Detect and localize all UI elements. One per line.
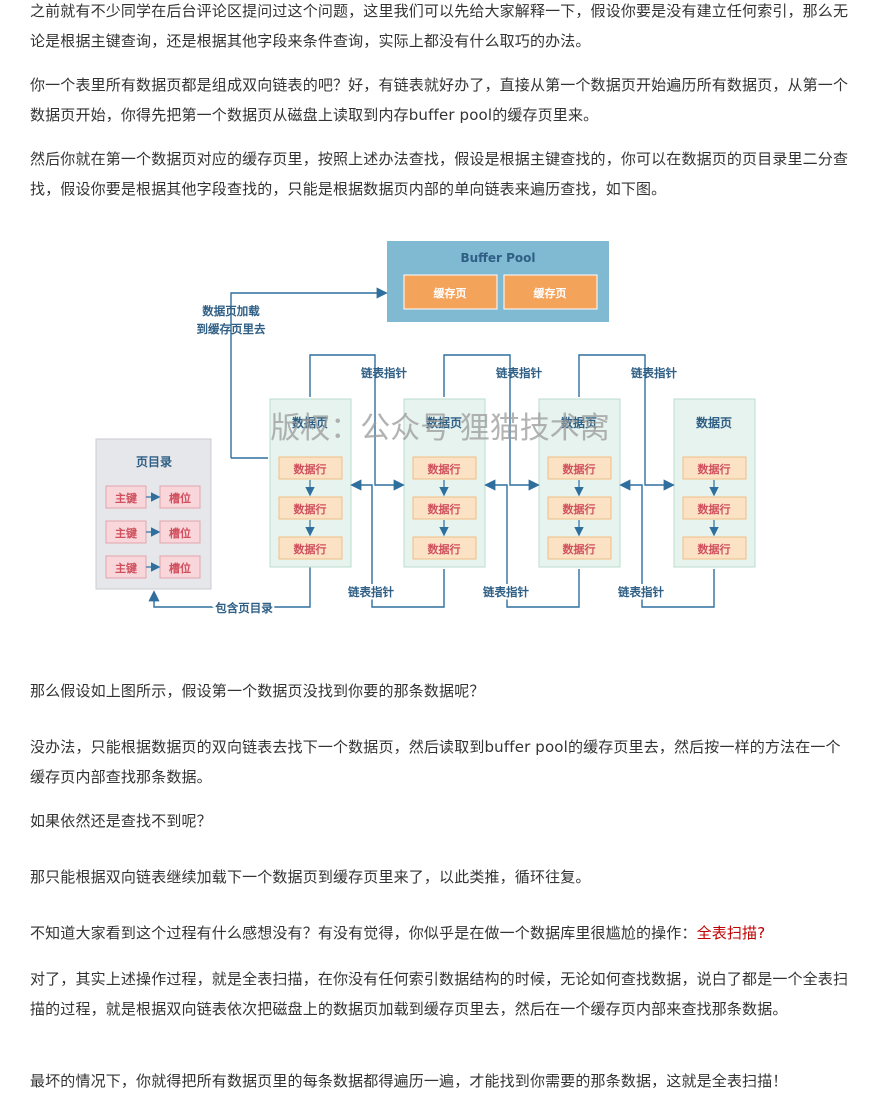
- page-directory-title: 页目录: [136, 455, 172, 469]
- paragraph-worst-case: 最坏的情况下，你就得把所有数据页里的每条数据都得遍历一遍，才能找到你需要的那条数…: [30, 1072, 788, 1090]
- load-arrow: [230, 287, 388, 458]
- svg-text:数据行: 数据行: [563, 462, 596, 476]
- cache-page-2-label: 缓存页: [534, 286, 567, 300]
- svg-text:数据页: 数据页: [426, 415, 462, 430]
- data-page-3: 数据页 数据行 数据行 数据行: [538, 398, 621, 568]
- svg-text:数据行: 数据行: [428, 542, 461, 556]
- data-page-4: 数据页 数据行 数据行 数据行: [673, 398, 756, 568]
- paragraph-linked-list: 你一个表里所有数据页都是组成双向链表的吧？好，有链表就好办了，直接从第一个数据页…: [30, 76, 849, 124]
- data-page-1: 数据页 数据行 数据行 数据行: [269, 398, 352, 568]
- svg-text:数据行: 数据行: [563, 542, 596, 556]
- buffer-pool-title: Buffer Pool: [460, 251, 535, 265]
- pointer-label-bottom-3: 链表指针: [618, 585, 664, 599]
- paragraph-next-page: 没办法，只能根据数据页的双向链表去找下一个数据页，然后读取到buffer poo…: [30, 738, 841, 786]
- svg-text:数据页: 数据页: [561, 415, 597, 430]
- pointer-label-top-2: 链表指针: [496, 366, 542, 380]
- paragraph-loop: 那只能根据双向链表继续加载下一个数据页到缓存页里来了，以此类推，循环往复。: [30, 868, 591, 886]
- svg-text:槽位: 槽位: [169, 526, 191, 540]
- pointer-label-top-1: 链表指针: [361, 366, 407, 380]
- load-label-line2: 到缓存页里去: [197, 322, 266, 336]
- pointer-label-bottom-2: 链表指针: [483, 585, 529, 599]
- pointer-label-bottom-1: 链表指针: [348, 585, 394, 599]
- paragraph-search-in-cache: 然后你就在第一个数据页对应的缓存页里，按照上述办法查找，假设是根据主键查找的，你…: [30, 150, 849, 198]
- svg-text:主键: 主键: [115, 561, 138, 575]
- svg-text:数据行: 数据行: [294, 542, 327, 556]
- data-page-2: 数据页 数据行 数据行 数据行: [403, 398, 486, 568]
- svg-text:数据行: 数据行: [698, 542, 731, 556]
- contains-page-directory-label: 包含页目录: [214, 601, 273, 615]
- svg-text:数据行: 数据行: [294, 502, 327, 516]
- paragraph-still-not-found: 如果依然还是查找不到呢？: [30, 812, 212, 830]
- svg-text:槽位: 槽位: [169, 561, 191, 575]
- full-table-scan-highlight: 全表扫描?: [696, 924, 766, 942]
- svg-text:主键: 主键: [115, 526, 138, 540]
- load-label-line1: 数据页加载: [202, 304, 260, 318]
- paragraph-question: 不知道大家看到这个过程有什么感想没有？有没有觉得，你似乎是在做一个数据库里很尴尬…: [30, 924, 766, 942]
- svg-text:数据行: 数据行: [428, 462, 461, 476]
- svg-text:数据行: 数据行: [563, 502, 596, 516]
- svg-text:数据行: 数据行: [698, 502, 731, 516]
- full-table-scan-diagram: Buffer Pool 缓存页 缓存页 数据页加载 到缓存页里去 页目录 主键 …: [0, 215, 872, 635]
- svg-text:主键: 主键: [115, 491, 138, 505]
- svg-text:数据页: 数据页: [696, 415, 732, 430]
- paragraph-intro: 之前就有不少同学在后台评论区提问过这个问题，这里我们可以先给大家解释一下，假设你…: [30, 2, 849, 50]
- cache-page-1-label: 缓存页: [434, 286, 467, 300]
- pointer-label-top-3: 链表指针: [631, 366, 677, 380]
- paragraph-not-found: 那么假设如上图所示，假设第一个数据页没找到你要的那条数据呢？: [30, 682, 485, 700]
- paragraph-explanation: 对了，其实上述操作过程，就是全表扫描，在你没有任何索引数据结构的时候，无论如何查…: [30, 970, 849, 1018]
- watermark: 版权：公众号 狸猫技术窝: [270, 411, 610, 446]
- svg-text:数据行: 数据行: [428, 502, 461, 516]
- buffer-pool-box: Buffer Pool 缓存页 缓存页: [387, 241, 609, 322]
- svg-text:数据行: 数据行: [294, 462, 327, 476]
- svg-text:槽位: 槽位: [169, 491, 191, 505]
- svg-text:数据行: 数据行: [698, 462, 731, 476]
- page-directory-box: 页目录 主键 槽位 主键 槽位 主键 槽位: [95, 438, 212, 590]
- svg-text:数据页: 数据页: [292, 415, 328, 430]
